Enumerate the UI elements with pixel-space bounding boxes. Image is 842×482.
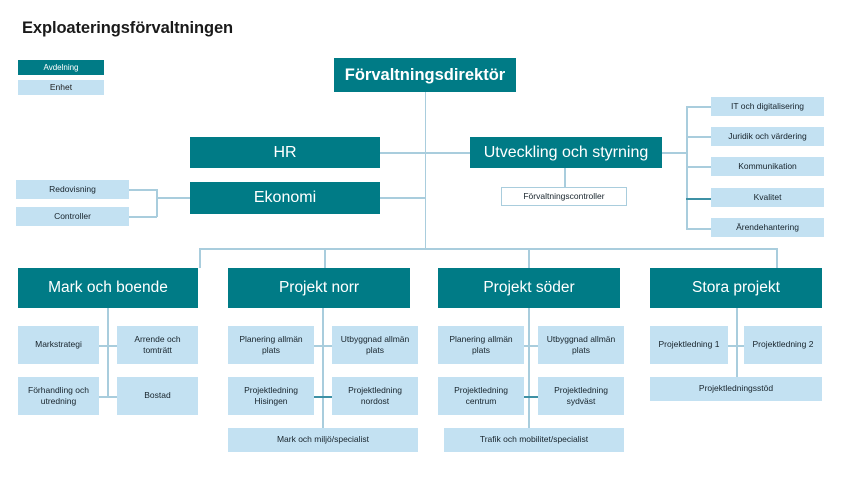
- unit-projektledning-centrum[interactable]: Projektledning centrum: [438, 377, 524, 415]
- connector-mark-r1: [99, 345, 117, 347]
- connector-unit-kommunikation: [686, 166, 711, 168]
- legend-unit: Enhet: [18, 80, 104, 95]
- unit-juridik-och-vardering[interactable]: Juridik och värdering: [711, 127, 824, 146]
- connector-forvaltningscontroller: [564, 168, 566, 187]
- unit-kvalitet[interactable]: Kvalitet: [711, 188, 824, 207]
- connector-unit-arendehantering: [686, 228, 711, 230]
- box-projekt-soder[interactable]: Projekt söder: [438, 268, 620, 308]
- connector-drop-soder: [528, 248, 530, 268]
- connector-hr: [380, 152, 426, 154]
- connector-ekonomi: [380, 197, 426, 199]
- unit-forvaltningscontroller[interactable]: Förvaltningscontroller: [501, 187, 627, 206]
- unit-redovisning[interactable]: Redovisning: [16, 180, 129, 199]
- connector-mark-trunk: [107, 308, 109, 396]
- connector-unit-juridik: [686, 136, 711, 138]
- connector-stora-trunk: [736, 308, 738, 380]
- connector-utveckling: [424, 152, 471, 154]
- connector-norr-trunk: [322, 308, 324, 430]
- connector-unit-it: [686, 106, 711, 108]
- connector-norr-r2: [314, 396, 332, 398]
- unit-mark-och-miljo-specialist[interactable]: Mark och miljö/specialist: [228, 428, 418, 452]
- unit-utbyggnad-allman-plats-norr[interactable]: Utbyggnad allmän plats: [332, 326, 418, 364]
- connector-drop-norr: [324, 248, 326, 268]
- connector-redovisning: [129, 189, 157, 191]
- connector-ekonomi-bus: [156, 197, 191, 199]
- page-title: Exploateringsförvaltningen: [22, 19, 234, 37]
- unit-projektledning-2[interactable]: Projektledning 2: [744, 326, 822, 364]
- unit-bostad[interactable]: Bostad: [117, 377, 198, 415]
- legend-department: Avdelning: [18, 60, 104, 75]
- box-utveckling-och-styrning[interactable]: Utveckling och styrning: [470, 137, 662, 168]
- unit-it-och-digitalisering[interactable]: IT och digitalisering: [711, 97, 824, 116]
- unit-controller[interactable]: Controller: [16, 207, 129, 226]
- unit-trafik-och-mobilitet-specialist[interactable]: Trafik och mobilitet/specialist: [444, 428, 624, 452]
- connector-soder-r1: [520, 345, 538, 347]
- unit-projektledning-hisingen[interactable]: Projektledning Hisingen: [228, 377, 314, 415]
- connector-mark-r2: [99, 396, 117, 398]
- box-stora-projekt[interactable]: Stora projekt: [650, 268, 822, 308]
- unit-forhandling-och-utredning[interactable]: Förhandling och utredning: [18, 377, 99, 415]
- unit-projektledning-nordost[interactable]: Projektledning nordost: [332, 377, 418, 415]
- connector-norr-r1: [314, 345, 332, 347]
- connector-utveckling-trunk: [686, 106, 688, 229]
- connector-utveckling-bus: [662, 152, 687, 154]
- box-mark-och-boende[interactable]: Mark och boende: [18, 268, 198, 308]
- connector-main-bus: [199, 248, 777, 250]
- connector-soder-r2: [520, 396, 538, 398]
- unit-projektledning-1[interactable]: Projektledning 1: [650, 326, 728, 364]
- connector-unit-kvalitet: [686, 198, 711, 200]
- unit-utbyggnad-allman-plats-soder[interactable]: Utbyggnad allmän plats: [538, 326, 624, 364]
- unit-kommunikation[interactable]: Kommunikation: [711, 157, 824, 176]
- box-hr[interactable]: HR: [190, 137, 380, 168]
- unit-planering-allman-plats-soder[interactable]: Planering allmän plats: [438, 326, 524, 364]
- connector-stora-r1: [728, 345, 746, 347]
- box-projekt-norr[interactable]: Projekt norr: [228, 268, 410, 308]
- connector-drop-stora: [776, 248, 778, 268]
- unit-projektledningsstod[interactable]: Projektledningsstöd: [650, 377, 822, 401]
- unit-arrende-och-tomtratt[interactable]: Arrende och tomträtt: [117, 326, 198, 364]
- connector-controller: [129, 216, 157, 218]
- connector-director-trunk: [424, 92, 426, 249]
- unit-planering-allman-plats-norr[interactable]: Planering allmän plats: [228, 326, 314, 364]
- connector-ekonomi-units-trunk: [156, 189, 158, 217]
- unit-projektledning-sydvast[interactable]: Projektledning sydväst: [538, 377, 624, 415]
- connector-drop-mark: [199, 248, 201, 268]
- unit-markstrategi[interactable]: Markstrategi: [18, 326, 99, 364]
- box-ekonomi[interactable]: Ekonomi: [190, 182, 380, 214]
- box-forvaltningsdirektor[interactable]: Förvaltningsdirektör: [334, 58, 516, 92]
- connector-soder-trunk: [528, 308, 530, 430]
- unit-arendehantering[interactable]: Ärendehantering: [711, 218, 824, 237]
